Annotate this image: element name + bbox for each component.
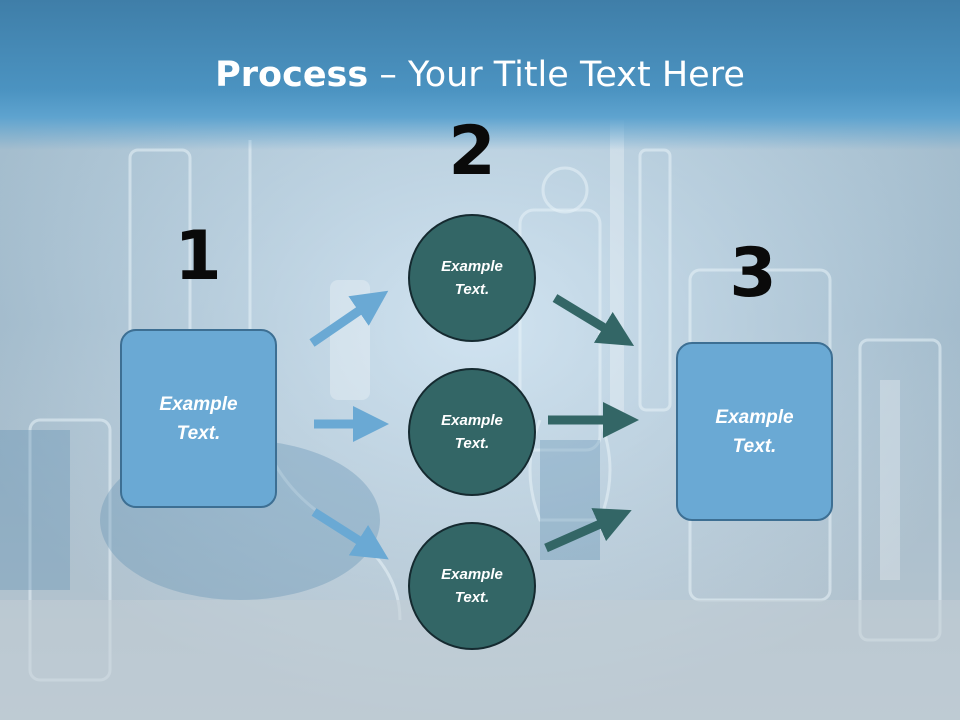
arrow-top-to-3-icon: [552, 294, 635, 347]
circle-top-line-1: Example: [441, 258, 503, 275]
circle-bottom-line-2: Text.: [454, 589, 490, 606]
arrow-1-to-bottom-icon: [311, 508, 389, 560]
circle-middle-line-2: Text.: [454, 435, 490, 452]
step-2-circle-top[interactable]: Example Text.: [408, 214, 536, 342]
step-3-box-line-2: Text.: [732, 435, 777, 457]
title-bold: Process: [215, 55, 369, 95]
step-1-box-line-2: Text.: [176, 422, 221, 444]
title-rest: – Your Title Text Here: [368, 55, 745, 95]
arrow-bottom-to-3-icon: [544, 508, 632, 553]
circle-middle-line-1: Example: [441, 412, 503, 429]
step-3-box-line-1: Example: [715, 406, 794, 428]
slide-title: Process – Your Title Text Here: [0, 52, 960, 98]
step-2-circle-middle[interactable]: Example Text.: [408, 368, 536, 496]
step-number-3: 3: [729, 234, 777, 313]
step-1-box-line-1: Example: [159, 393, 238, 415]
step-number-1: 1: [174, 217, 222, 296]
step-2-circle-bottom[interactable]: Example Text.: [408, 522, 536, 650]
step-number-2: 2: [448, 112, 496, 191]
circle-top-line-2: Text.: [454, 281, 490, 298]
header-band: [0, 0, 960, 150]
arrow-1-to-top-icon: [309, 290, 389, 347]
circle-bottom-line-1: Example: [441, 566, 503, 583]
step-3-box[interactable]: Example Text.: [676, 342, 833, 521]
step-1-box[interactable]: Example Text.: [120, 329, 277, 508]
